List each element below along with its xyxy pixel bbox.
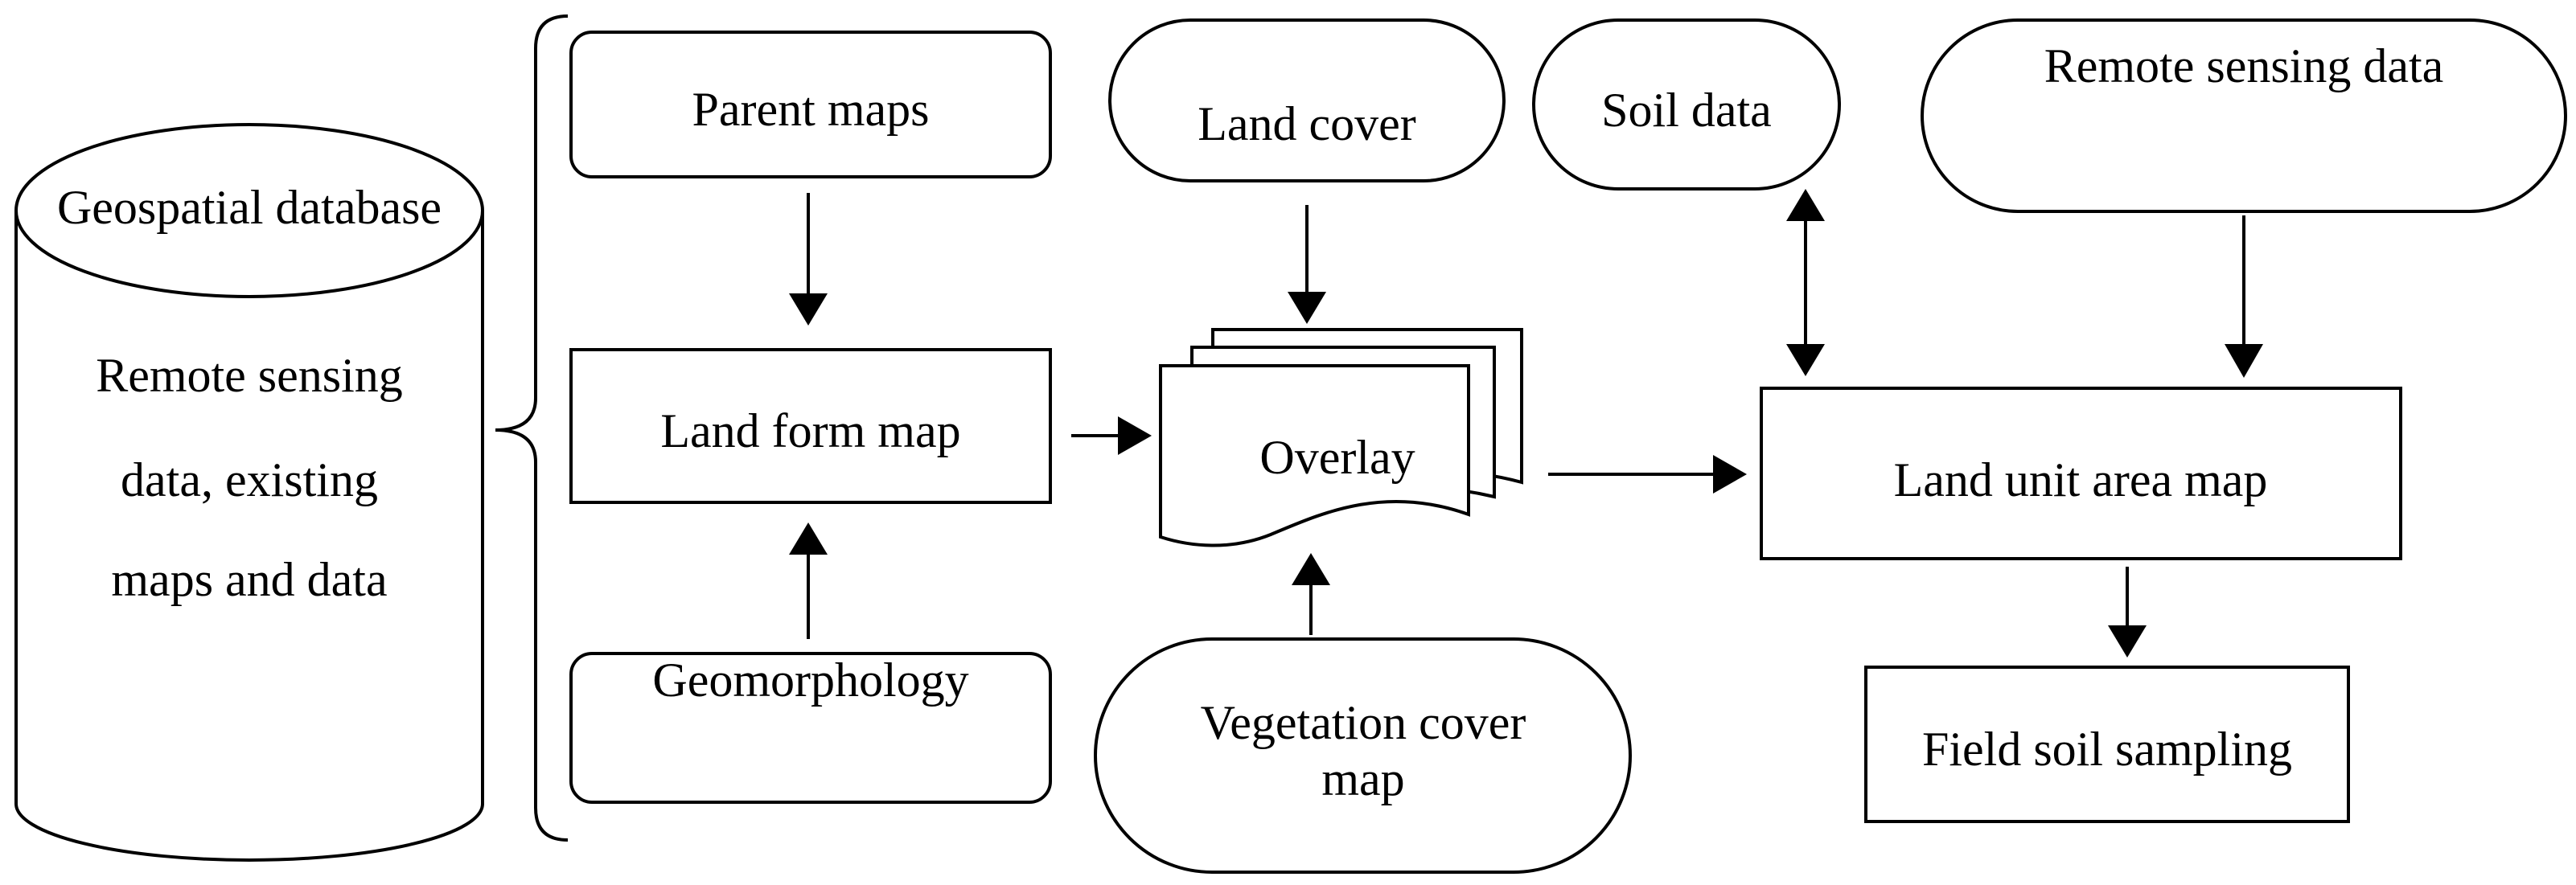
parent-maps-label: Parent maps — [692, 83, 930, 136]
land-unit-area-map-node: Land unit area map — [1760, 387, 2402, 560]
arrow-remote-sensing-data-to-land-unit-area-map — [2225, 215, 2263, 378]
database-line-1: Remote sensing — [96, 349, 403, 402]
field-soil-sampling-node: Field soil sampling — [1864, 666, 2350, 823]
arrow-geomorphology-to-land-form-map — [789, 522, 828, 639]
land-cover-label: Land cover — [1198, 97, 1416, 150]
land-unit-area-map-label: Land unit area map — [1894, 453, 2268, 506]
vegetation-cover-map-node: Vegetation cover map — [1094, 637, 1632, 874]
arrow-vegetation-cover-map-to-overlay — [1292, 553, 1330, 635]
database-title: Geospatial database — [57, 181, 442, 234]
land-form-map-node: Land form map — [569, 348, 1052, 504]
overlay-sheet-front — [1159, 364, 1470, 547]
database-line-3: maps and data — [111, 553, 387, 606]
land-form-map-label: Land form map — [660, 404, 960, 457]
arrow-land-form-map-to-overlay — [1071, 416, 1152, 455]
remote-sensing-data-label: Remote sensing data — [2044, 39, 2444, 92]
arrow-land-unit-area-map-to-field-soil-sampling — [2108, 567, 2147, 658]
geomorphology-label: Geomorphology — [652, 654, 968, 707]
cylinder-top — [14, 123, 484, 298]
parent-maps-node: Parent maps — [569, 31, 1052, 178]
field-soil-sampling-label: Field soil sampling — [1922, 723, 2292, 776]
grouping-brace — [495, 14, 569, 842]
database-line-2: data, existing — [121, 453, 378, 506]
vegetation-cover-map-label-line-1: Vegetation cover — [1201, 696, 1526, 749]
overlay-label: Overlay — [1259, 431, 1415, 484]
arrow-parent-maps-to-land-form-map — [789, 193, 828, 326]
overlay-node: Overlay — [1159, 328, 1523, 547]
arrow-soil-data-to-land-unit-area-map-bidirectional — [1786, 189, 1825, 376]
remote-sensing-data-node: Remote sensing data — [1921, 18, 2567, 213]
arrow-land-cover-to-overlay — [1288, 205, 1326, 324]
geomorphology-node: Geomorphology — [569, 652, 1052, 804]
arrow-overlay-to-land-unit-area-map — [1548, 455, 1747, 494]
soil-data-label: Soil data — [1601, 84, 1772, 137]
vegetation-cover-map-label-line-2: map — [1321, 752, 1404, 805]
soil-data-node: Soil data — [1532, 18, 1841, 191]
cylinder-body — [14, 211, 484, 862]
land-cover-node: Land cover — [1108, 18, 1506, 182]
geospatial-database-cylinder: Geospatial database Remote sensing data,… — [14, 123, 484, 862]
